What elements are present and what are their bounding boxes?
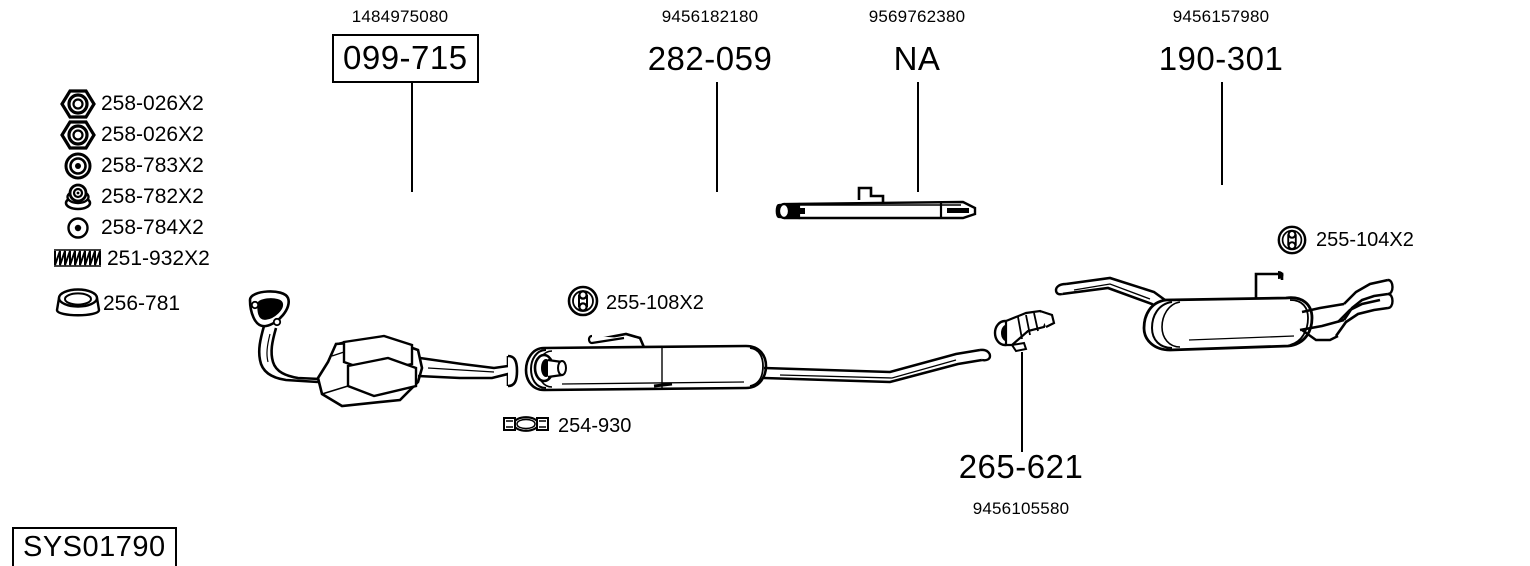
fasteners-legend: 258-026X2 258-026X2 258-78 [54, 88, 210, 325]
hex-nut-icon [55, 119, 101, 150]
inline-label-254-930: 254-930 [558, 415, 632, 437]
leader-line-4 [1221, 82, 1223, 185]
hex-nut-icon [55, 88, 101, 119]
intermediate-pipe-drawing [775, 186, 977, 220]
legend-item-label: 258-783X2 [101, 154, 204, 177]
legend-item-label: 258-026X2 [101, 92, 204, 115]
catalytic-converter-drawing [248, 290, 519, 408]
part-code-4[interactable]: 190-301 [1158, 40, 1284, 77]
system-id[interactable]: SYS01790 [12, 527, 177, 566]
washer-ring-icon [55, 152, 101, 180]
legend-item[interactable]: 256-781 [55, 281, 210, 325]
part-code-3[interactable]: NA [893, 40, 941, 77]
legend-item[interactable]: 258-782X2 [55, 181, 210, 212]
legend-item[interactable]: 251-932X2 [54, 243, 210, 273]
leader-line-5 [1021, 352, 1023, 452]
legend-item-label: 256-781 [103, 291, 181, 315]
legend-item-label: 251-932X2 [107, 246, 210, 270]
centre-silencer-drawing [524, 332, 768, 392]
part-code-5[interactable]: 265-621 [958, 448, 1084, 485]
inline-label-255-108: 255-108X2 [606, 292, 704, 314]
part-code-2[interactable]: 282-059 [647, 40, 773, 77]
leader-line-1 [411, 82, 413, 192]
rubber-mount-icon [567, 285, 599, 317]
part-code-1-wrapper: 099-715 [332, 34, 479, 83]
inline-label-255-104: 255-104X2 [1316, 229, 1414, 251]
legend-item[interactable]: 258-783X2 [55, 150, 210, 181]
part-code-1[interactable]: 099-715 [332, 34, 479, 83]
pipe-clamp-icon [503, 416, 549, 432]
oem-number-5: 9456105580 [972, 499, 1070, 518]
legend-item[interactable]: 258-026X2 [55, 119, 210, 150]
oem-number-2: 9456182180 [661, 7, 759, 26]
rear-silencer-drawing [1054, 271, 1394, 352]
rubber-mount-icon [1277, 225, 1307, 255]
connector-fitting-drawing [993, 309, 1056, 353]
leader-line-2 [716, 82, 718, 192]
legend-item-label: 258-026X2 [101, 123, 204, 146]
conical-bush-icon [55, 182, 101, 212]
small-bolt-icon [55, 216, 101, 240]
connecting-pipe-drawing [763, 348, 992, 384]
system-id-wrapper: SYS01790 [12, 527, 177, 566]
oem-number-3: 9569762380 [868, 7, 966, 26]
legend-item[interactable]: 258-026X2 [55, 88, 210, 119]
legend-item-label: 258-784X2 [101, 216, 204, 239]
oem-number-1: 1484975080 [351, 7, 449, 26]
legend-item-label: 258-782X2 [101, 185, 204, 208]
oem-number-4: 9456157980 [1172, 7, 1270, 26]
legend-item[interactable]: 258-784X2 [55, 212, 210, 243]
coil-spring-icon [54, 248, 101, 268]
leader-line-3 [917, 82, 919, 192]
gasket-ring-icon [55, 286, 101, 320]
